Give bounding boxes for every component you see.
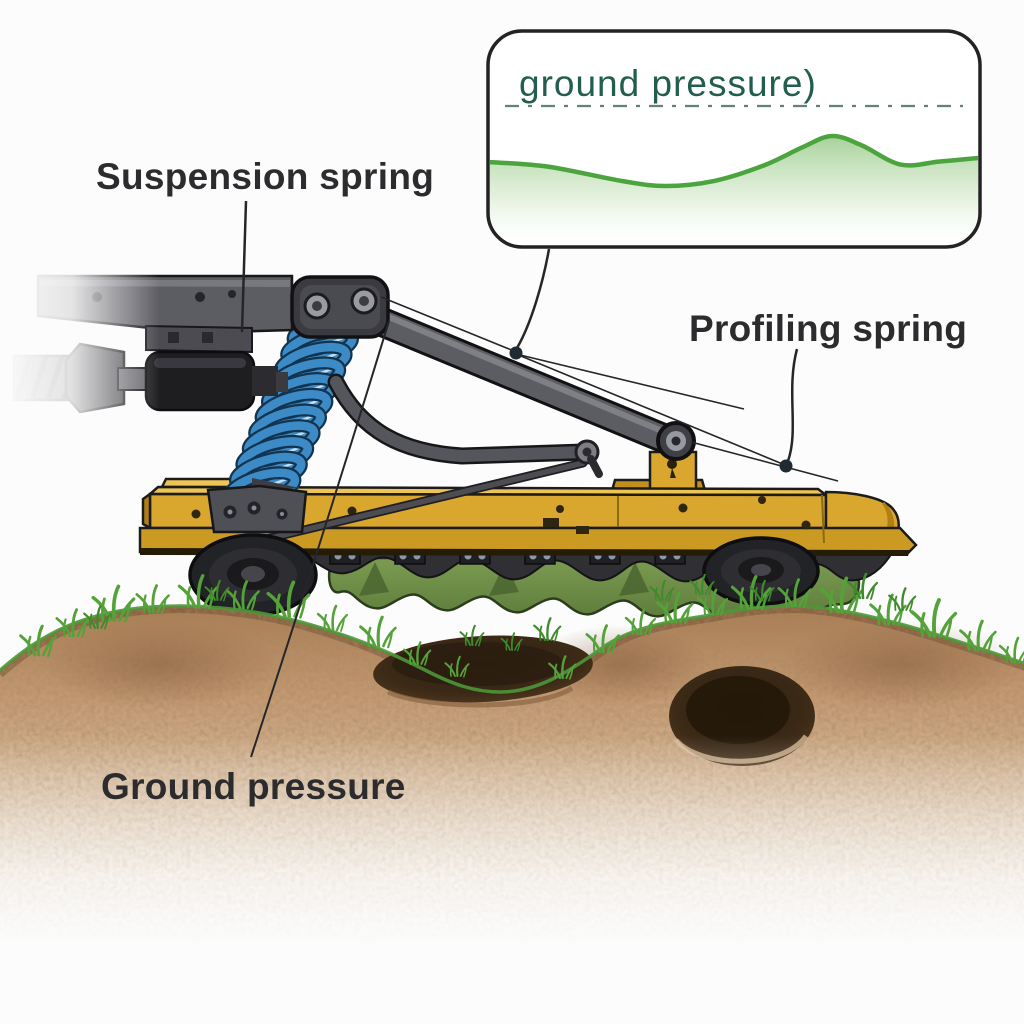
machine-illustration (0, 255, 918, 619)
soil-ground (0, 604, 1024, 1024)
cutterbar-body (138, 450, 918, 556)
inset-leader (515, 248, 551, 349)
left-gauge-wheel (188, 533, 318, 617)
profiling-spring-leader (786, 348, 799, 462)
left-edge-fade (0, 255, 160, 430)
inset-ground-pressure-chart: ground pressure) (486, 29, 982, 249)
pivot-block (290, 275, 390, 339)
callout-dot-profiling (779, 459, 793, 473)
suspension-arm (343, 297, 696, 461)
pressure-area-fill (490, 135, 978, 245)
gearbox-cylinder (144, 350, 288, 412)
pressure-curve (490, 133, 978, 189)
soil-pit-large (669, 666, 815, 766)
body-bolts (191, 496, 811, 534)
ground-pressure-leader (250, 320, 390, 758)
suspension-spring-leader (240, 200, 248, 333)
profiling-link-arm (327, 373, 603, 478)
right-gauge-wheel (702, 536, 820, 606)
leader-lines (240, 200, 839, 758)
lower-link-rod (245, 458, 588, 548)
spring-bracket (206, 478, 308, 534)
callout-dot-inset (509, 346, 523, 360)
inset-chart-title: ground pressure) (519, 63, 817, 104)
profiling-spring-label: Profiling spring (689, 308, 967, 349)
suspension-spring-label: Suspension spring (96, 156, 434, 197)
part-labels: Suspension spring Profiling spring Groun… (96, 156, 967, 807)
ground-pressure-label: Ground pressure (101, 766, 406, 807)
